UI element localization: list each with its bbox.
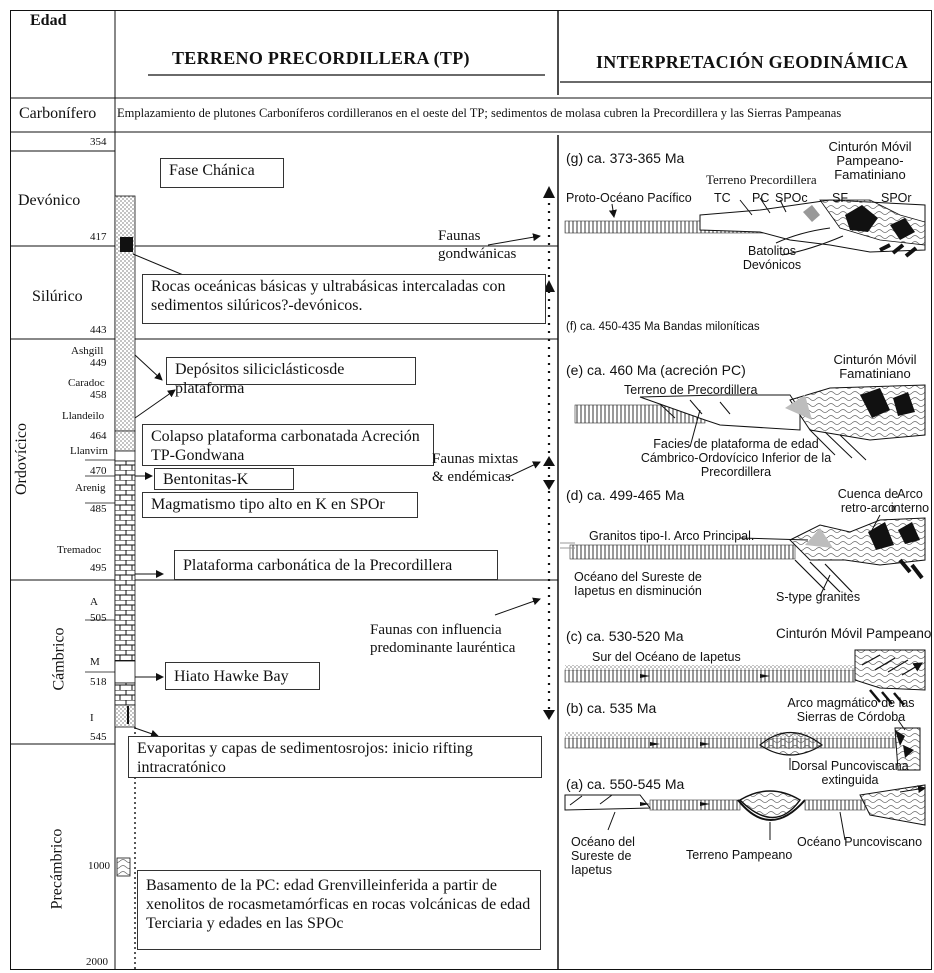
g-cinturon: Cinturón Móvil Pampeano- Famatiniano xyxy=(828,139,912,182)
a-title: (a) ca. 550-545 Ma xyxy=(566,776,685,792)
e-facies: Facies de plataforma de edad Cámbrico-Or… xyxy=(640,437,832,479)
a-puncoviscano: Océano Puncoviscano xyxy=(797,835,923,849)
schematic-d xyxy=(560,514,926,597)
stage-llanvirn: Llanvirn xyxy=(70,445,108,457)
box-plataforma: Plataforma carbonática de la Precordille… xyxy=(174,550,498,580)
box-colapso: Colapso plataforma carbonatada Acreción … xyxy=(142,424,434,466)
g-title: (g) ca. 373-365 Ma xyxy=(566,150,685,166)
carbonifero-label: Carbonífero xyxy=(19,105,97,122)
period-cambrico: Cámbrico xyxy=(50,627,68,691)
stage-ashgill: Ashgill xyxy=(71,345,104,357)
age-458: 458 xyxy=(90,389,107,401)
schematic-a xyxy=(564,784,926,841)
stage-arenig: Arenig xyxy=(75,482,106,494)
d-arco: Arco interno xyxy=(890,487,930,515)
age-505: 505 xyxy=(90,612,107,624)
c-cinturon: Cinturón Móvil Pampeano xyxy=(776,626,932,641)
g-proto: Proto-Océano Pacífico xyxy=(566,191,692,205)
figure-frame xyxy=(10,10,932,970)
d-cuenca: Cuenca de retro-arco xyxy=(837,487,899,515)
age-470: 470 xyxy=(90,465,107,477)
stage-i: I xyxy=(90,712,94,724)
a-oceano-se: Océano del Sureste de Iapetus xyxy=(571,835,635,877)
e-cinturon: Cinturón Móvil Famatiniano xyxy=(833,352,917,381)
age-1000: 1000 xyxy=(88,860,110,872)
box-hiato: Hiato Hawke Bay xyxy=(165,662,320,690)
g-spoc: SPOc xyxy=(775,191,808,205)
period-silurico: Silúrico xyxy=(32,288,83,305)
b-dorsal: Dorsal Puncoviscana extinguida xyxy=(791,759,909,787)
b-title: (b) ca. 535 Ma xyxy=(566,700,657,716)
box-rocas-oceanicas: Rocas oceánicas básicas y ultrabásicas i… xyxy=(142,274,546,324)
f-title: (f) ca. 450-435 Ma Bandas miloníticas xyxy=(566,321,760,333)
age-545: 545 xyxy=(90,731,107,743)
box-fase-chanica: Fase Chánica xyxy=(160,158,284,188)
box-magmatismo: Magmatismo tipo alto en K en SPOr xyxy=(142,492,418,518)
faunas-mixtas: Faunas mixtas & endémicas. xyxy=(432,451,519,485)
age-2000: 2000 xyxy=(86,956,108,968)
c-sur: Sur del Océano de Iapetus xyxy=(592,650,741,664)
box-evaporitas: Evaporitas y capas de sedimentosrojos: i… xyxy=(128,736,542,778)
schematic-c xyxy=(564,649,925,706)
g-tc: TC xyxy=(714,191,731,205)
stage-caradoc: Caradoc xyxy=(68,377,105,389)
schematic-g xyxy=(564,197,926,258)
age-464: 464 xyxy=(90,430,107,442)
age-443: 443 xyxy=(90,324,107,336)
e-terreno: Terreno de Precordillera xyxy=(624,383,758,397)
stage-tremadoc: Tremadoc xyxy=(57,544,102,556)
schematic-b xyxy=(564,719,921,771)
g-sf: SF xyxy=(832,191,848,205)
age-485: 485 xyxy=(90,503,107,515)
period-precambrico: Precámbrico xyxy=(48,828,66,910)
age-518: 518 xyxy=(90,676,107,688)
box-basamento: Basamento de la PC: edad Grenvilleinferi… xyxy=(137,870,541,950)
age-495: 495 xyxy=(90,562,107,574)
edad-header: Edad xyxy=(30,12,67,29)
stage-m: M xyxy=(90,656,100,668)
box-bentonitas: Bentonitas-K xyxy=(154,468,294,490)
box-depositos: Depósitos siliciclásticosde plataforma xyxy=(166,357,416,397)
d-oceano: Océano del Sureste de Iapetus en disminu… xyxy=(574,570,702,598)
schematic-e xyxy=(574,384,926,461)
period-ordovicico: Ordovícico xyxy=(12,423,30,495)
carbonifero-text: Emplazamiento de plutones Carboníferos c… xyxy=(117,106,842,120)
a-terreno: Terreno Pampeano xyxy=(686,848,793,862)
age-417: 417 xyxy=(90,231,107,243)
g-pc: PC xyxy=(752,191,770,205)
age-449: 449 xyxy=(90,357,107,369)
e-title: (e) ca. 460 Ma (acreción PC) xyxy=(566,362,746,378)
faunas-laurentica: Faunas con influencia predominante lauré… xyxy=(370,622,516,656)
b-arco: Arco magmático de las Sierras de Córdoba xyxy=(787,696,915,724)
stage-llandeilo: Llandeilo xyxy=(62,410,105,422)
c-title: (c) ca. 530-520 Ma xyxy=(566,628,684,644)
stage-a: A xyxy=(90,596,98,608)
d-stype: S-type granites xyxy=(776,590,861,604)
d-granitos: Granitos tipo-I. Arco Principal. xyxy=(589,529,755,543)
d-title: (d) ca. 499-465 Ma xyxy=(566,487,685,503)
g-spor: SPOr xyxy=(881,191,912,205)
tp-title: TERRENO PRECORDILLERA (TP) xyxy=(172,48,470,68)
period-devonico: Devónico xyxy=(18,192,81,209)
g-terreno: Terreno Precordillera xyxy=(706,172,817,187)
g-batolitos: Batolitos Devónicos xyxy=(742,244,802,272)
faunas-gondwanicas: Faunas gondwánicas xyxy=(438,228,517,262)
geo-title: INTERPRETACIÓN GEODINÁMICA xyxy=(596,52,908,72)
age-354: 354 xyxy=(90,136,107,148)
